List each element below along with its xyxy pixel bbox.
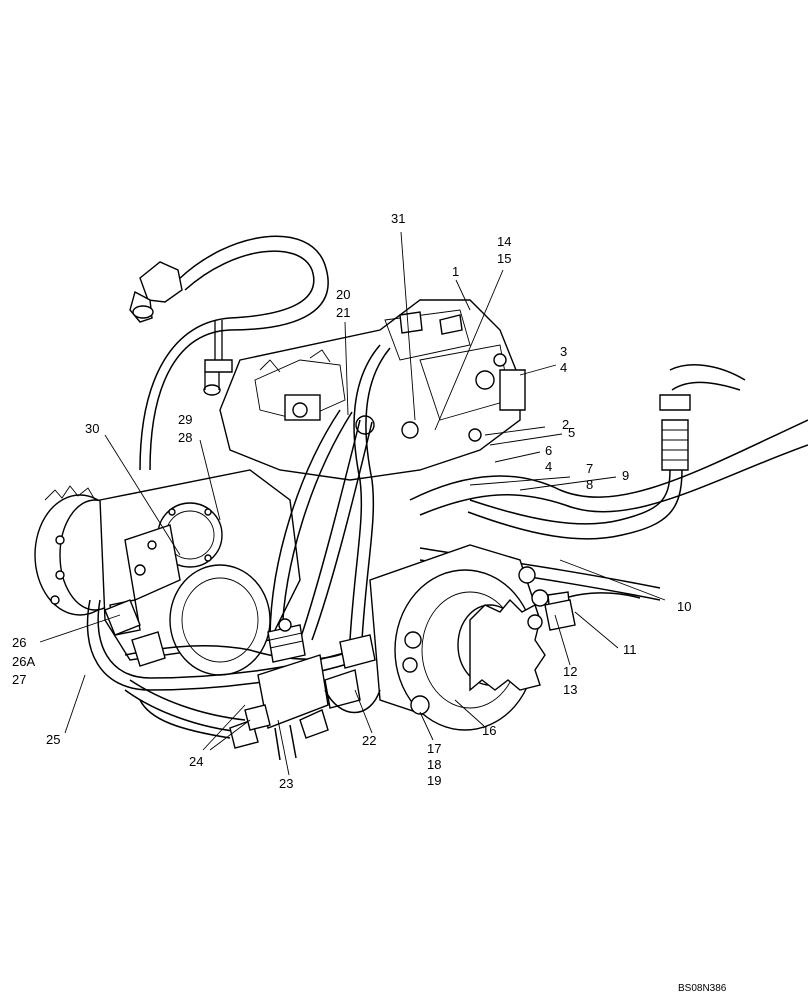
callout-7: 7 — [586, 461, 594, 476]
callout-3: 3 — [560, 344, 568, 359]
callout-31: 31 — [391, 211, 406, 226]
frame-tube-upper — [409, 419, 808, 501]
upper-loop-hose-inner — [139, 250, 315, 471]
left-drive-motor — [34, 469, 301, 676]
callout-21: 21 — [336, 305, 351, 320]
callout-12: 12 — [563, 664, 578, 679]
callout-26: 26 — [12, 635, 27, 650]
valve-block — [244, 618, 329, 761]
callout-16: 16 — [482, 723, 497, 738]
callout-14: 14 — [497, 234, 512, 249]
callout-18: 18 — [427, 757, 442, 772]
callout-9: 9 — [622, 468, 630, 483]
callout-4a: 4 — [560, 360, 568, 375]
callout-29: 29 — [178, 412, 193, 427]
callout-17: 17 — [427, 741, 442, 756]
callout-5: 5 — [568, 425, 576, 440]
callout-30: 30 — [85, 421, 100, 436]
callout-19: 19 — [427, 773, 442, 788]
callout-8: 8 — [586, 477, 594, 492]
leader-lines — [39, 231, 666, 776]
callout-25: 25 — [46, 732, 61, 747]
callout-20: 20 — [336, 287, 351, 302]
callout-6: 6 — [545, 443, 553, 458]
callout-23: 23 — [279, 776, 294, 791]
callout-24: 24 — [189, 754, 204, 769]
callout-10: 10 — [677, 599, 692, 614]
callout-28: 28 — [178, 430, 193, 445]
upper-loop-hose — [149, 235, 329, 471]
callout-26A: 26A — [12, 654, 36, 669]
callout-22: 22 — [362, 733, 377, 748]
callout-2: 2 — [562, 417, 570, 432]
frame-tube-lower — [419, 444, 808, 516]
callout-4b: 4 — [545, 459, 553, 474]
callout-27: 27 — [12, 672, 27, 687]
callout-11: 11 — [623, 642, 637, 657]
right-drive-motor — [369, 544, 549, 731]
drawing-code: BS08N386 — [678, 983, 727, 994]
callout-13: 13 — [563, 682, 578, 697]
elbow-fitting — [129, 261, 183, 323]
callout-15: 15 — [497, 251, 512, 266]
callout-1: 1 — [452, 264, 460, 279]
